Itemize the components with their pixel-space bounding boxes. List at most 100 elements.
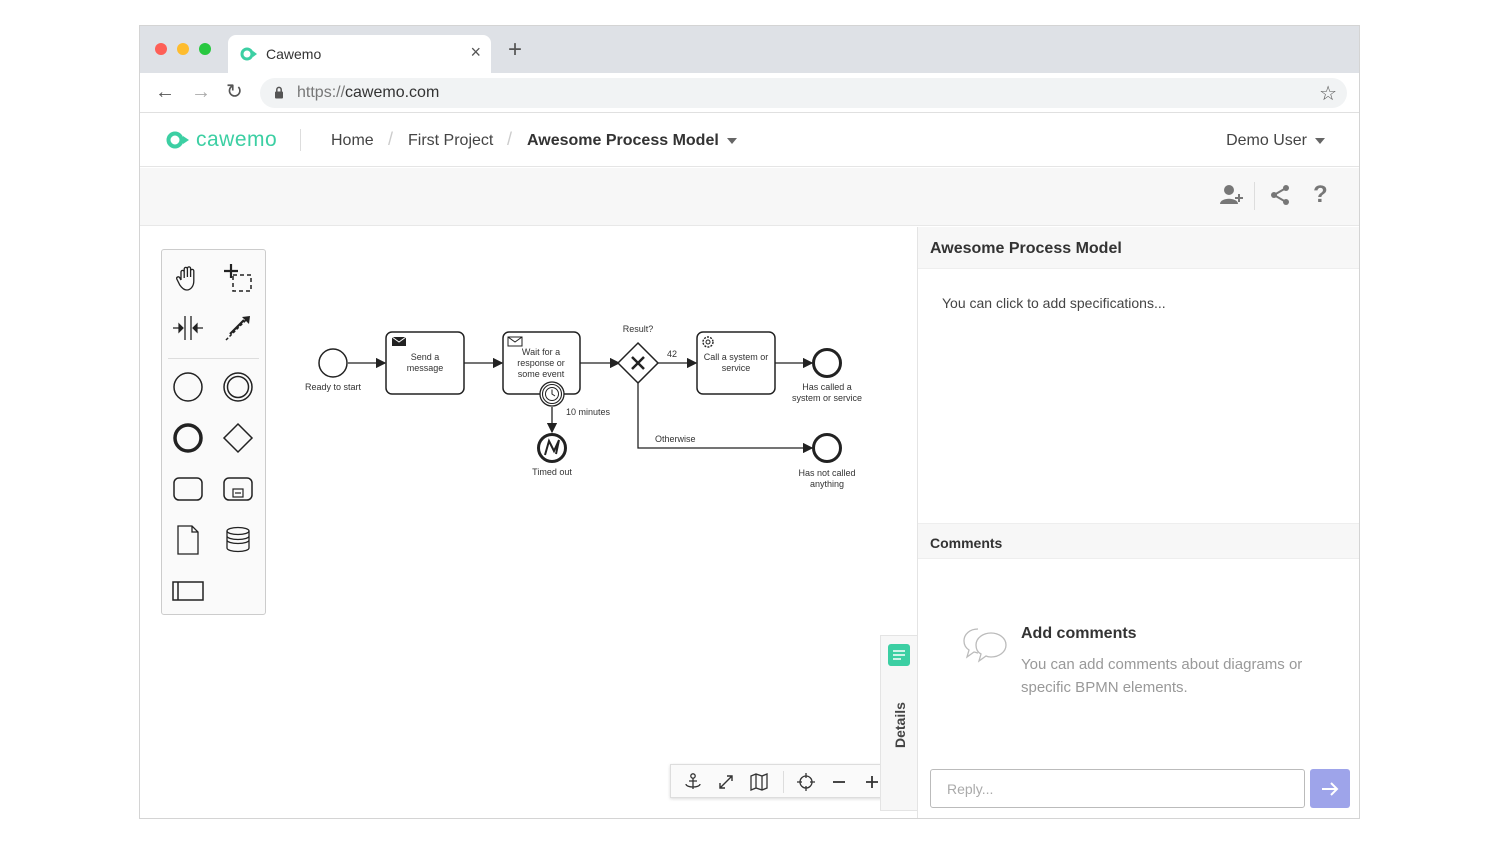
details-tab-label: Details	[892, 702, 908, 748]
breadcrumb-process-model-label: Awesome Process Model	[527, 132, 719, 149]
anchor-icon[interactable]	[682, 771, 704, 793]
gear-icon	[702, 336, 714, 348]
cawemo-logo[interactable]: cawemo	[166, 128, 277, 152]
end-event-not-called[interactable]	[812, 433, 842, 463]
subprocess-icon[interactable]	[218, 469, 258, 509]
sequence-flow-otherwise[interactable]	[637, 383, 814, 454]
logo-divider	[300, 129, 301, 151]
minimize-window-dot[interactable]	[177, 43, 189, 55]
timer-label: 10 minutes	[566, 407, 611, 417]
end-event-not-called-label-2: anything	[810, 479, 844, 489]
data-store-icon[interactable]	[218, 520, 258, 560]
space-tool-icon[interactable]	[168, 308, 208, 348]
gateway-label: Result?	[623, 324, 654, 334]
start-event-label: Ready to start	[305, 382, 362, 392]
flow-label-42: 42	[667, 349, 677, 359]
breadcrumb-separator: /	[388, 129, 394, 149]
specification-field[interactable]: You can click to add specifications...	[942, 295, 1166, 311]
browser-tab[interactable]: Cawemo ×	[228, 35, 491, 73]
add-user-icon[interactable]	[1220, 184, 1244, 211]
properties-panel: Awesome Process Model You can click to a…	[917, 227, 1359, 818]
send-task[interactable]	[385, 331, 465, 395]
details-tab[interactable]: Details	[880, 635, 917, 811]
send-task-label-2: message	[407, 363, 444, 373]
panel-title: Awesome Process Model	[930, 240, 1122, 257]
service-task-label-2: service	[722, 363, 751, 373]
pool-icon[interactable]	[168, 571, 208, 611]
add-comments-title: Add comments	[1021, 625, 1137, 642]
cawemo-logo-icon	[166, 131, 189, 149]
data-object-icon[interactable]	[168, 520, 208, 560]
receive-task-label-3: some event	[518, 369, 565, 379]
bookmark-star-icon[interactable]: ☆	[1319, 83, 1337, 105]
breadcrumb-separator: /	[507, 129, 513, 149]
browser-window: Cawemo × + ← → ↻ https://cawemo.com ☆ ca…	[139, 25, 1360, 819]
user-name: Demo User	[1226, 132, 1307, 149]
end-event-not-called-label-1: Has not called	[798, 468, 855, 478]
send-task-label-1: Send a	[411, 352, 440, 362]
modeler-canvas[interactable]: Ready to start Send a message Wait for a…	[140, 227, 917, 818]
url-field[interactable]: https://cawemo.com ☆	[260, 78, 1347, 108]
comments-title: Comments	[930, 535, 1003, 551]
action-toolbar: ?	[140, 168, 1359, 226]
reset-view-icon[interactable]	[795, 771, 817, 793]
zoom-in-icon[interactable]	[861, 771, 883, 793]
tab-strip: Cawemo × +	[140, 26, 1359, 73]
forward-icon[interactable]: →	[191, 81, 211, 103]
receive-task-label-1: Wait for a	[522, 347, 560, 357]
logo-text: cawemo	[196, 128, 278, 151]
reply-input[interactable]	[930, 769, 1305, 808]
url-text: https://cawemo.com	[297, 84, 440, 101]
chevron-down-icon	[1315, 137, 1325, 144]
palette-divider	[168, 358, 259, 359]
tool-palette	[161, 249, 266, 615]
global-connect-tool-icon[interactable]	[218, 308, 258, 348]
comment-bubbles-icon	[962, 625, 1008, 672]
breadcrumb-first-project[interactable]: First Project	[408, 132, 494, 149]
error-end-event[interactable]	[537, 433, 567, 463]
end-event-called-label-1: Has called a	[802, 382, 852, 392]
breadcrumb-process-model[interactable]: Awesome Process Model	[527, 132, 737, 150]
end-event-icon[interactable]	[168, 418, 208, 458]
fullscreen-icon[interactable]	[715, 771, 737, 793]
gateway-icon[interactable]	[218, 418, 258, 458]
intermediate-event-icon[interactable]	[218, 367, 258, 407]
share-icon[interactable]	[1269, 184, 1291, 211]
details-document-icon	[888, 644, 910, 666]
send-reply-button[interactable]	[1310, 769, 1350, 808]
reload-icon[interactable]: ↻	[226, 81, 243, 103]
lock-icon	[274, 86, 284, 104]
breadcrumb-home[interactable]: Home	[331, 132, 374, 149]
close-window-dot[interactable]	[155, 43, 167, 55]
bpmn-diagram[interactable]: Ready to start Send a message Wait for a…	[290, 307, 870, 507]
add-comments-text: You can add comments about diagrams or s…	[1021, 656, 1303, 696]
user-menu[interactable]: Demo User	[1226, 132, 1325, 150]
tab-title: Cawemo	[266, 46, 322, 62]
cawemo-favicon-icon	[240, 46, 258, 67]
start-event-icon[interactable]	[168, 367, 208, 407]
hand-tool-icon[interactable]	[168, 258, 208, 298]
comments-header: Comments	[918, 523, 1359, 559]
exclusive-gateway[interactable]	[616, 341, 660, 385]
address-bar: ← → ↻ https://cawemo.com ☆	[140, 73, 1359, 113]
new-tab-icon[interactable]: +	[508, 36, 523, 63]
maximize-window-dot[interactable]	[199, 43, 211, 55]
back-icon[interactable]: ←	[155, 81, 175, 103]
service-task[interactable]	[696, 331, 776, 395]
tab-close-icon[interactable]: ×	[470, 42, 481, 62]
minimap-icon[interactable]	[748, 771, 770, 793]
task-icon[interactable]	[168, 469, 208, 509]
receive-task-label-2: response or	[517, 358, 565, 368]
timer-boundary-event[interactable]	[539, 381, 565, 407]
service-task-label-1: Call a system or	[704, 352, 769, 362]
timed-out-label: Timed out	[532, 467, 572, 477]
flow-label-otherwise: Otherwise	[655, 434, 696, 444]
canvas-controls	[670, 764, 895, 798]
chevron-down-icon	[726, 137, 737, 144]
zoom-out-icon[interactable]	[828, 771, 850, 793]
app-header: cawemo Home / First Project / Awesome Pr…	[140, 114, 1359, 167]
help-icon[interactable]: ?	[1313, 181, 1328, 208]
lasso-tool-icon[interactable]	[218, 258, 258, 298]
end-event-called[interactable]	[812, 348, 842, 378]
start-event[interactable]	[318, 348, 348, 378]
